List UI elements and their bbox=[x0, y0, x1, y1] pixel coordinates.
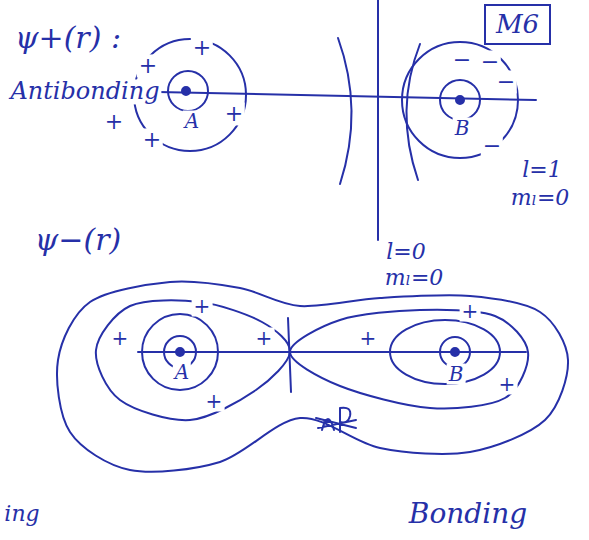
contour-ring bbox=[390, 320, 500, 384]
annotation-text: ing bbox=[2, 502, 41, 525]
sign-mark: + bbox=[110, 328, 131, 349]
sign-mark: + bbox=[254, 328, 275, 349]
sign-mark: + bbox=[137, 54, 159, 77]
contour-curve bbox=[338, 38, 352, 184]
contour-ring bbox=[440, 80, 480, 120]
nodal-line bbox=[377, 0, 379, 240]
sign-mark: + bbox=[192, 296, 213, 317]
nucleus-dot bbox=[176, 348, 184, 356]
sign-mark: + bbox=[497, 374, 518, 395]
sign-mark: − bbox=[495, 70, 517, 93]
atom-label: B bbox=[453, 118, 472, 139]
annotation-text: mₗ=0 bbox=[383, 266, 446, 289]
nodal-line bbox=[288, 318, 291, 392]
atom-label: A bbox=[183, 111, 201, 132]
annotation-text: Bonding bbox=[407, 499, 529, 528]
contour-ring bbox=[142, 314, 218, 390]
contour-outline bbox=[57, 281, 568, 471]
sign-mark: + bbox=[223, 102, 245, 125]
sign-mark: − bbox=[481, 134, 503, 157]
contour-ring bbox=[168, 71, 208, 111]
contour-lobe bbox=[96, 300, 290, 420]
contour-ring bbox=[440, 337, 470, 367]
annotation-text: l=0 bbox=[384, 240, 427, 263]
sign-mark: + bbox=[191, 36, 213, 59]
nucleus-dot bbox=[182, 87, 190, 95]
annotation-text: l=1 bbox=[520, 158, 563, 181]
sign-mark: + bbox=[103, 110, 125, 133]
crossed-scribble bbox=[316, 408, 356, 432]
sign-mark: + bbox=[358, 328, 379, 349]
atom-label: A bbox=[173, 362, 191, 383]
page-tag: M6 bbox=[496, 11, 539, 38]
contour-curve bbox=[406, 44, 420, 180]
wavefunction-label: ψ+(r) : bbox=[13, 22, 123, 54]
nucleus-dot bbox=[451, 348, 459, 356]
sign-mark: − bbox=[451, 48, 473, 71]
contour-lobe bbox=[290, 310, 528, 409]
wavefunction-label: ψ−(r) bbox=[33, 224, 123, 256]
sign-mark: + bbox=[204, 391, 225, 412]
sign-mark: + bbox=[460, 301, 481, 322]
annotation-text: mₗ=0 bbox=[509, 186, 572, 209]
sign-mark: + bbox=[141, 128, 163, 151]
nucleus-dot bbox=[456, 96, 464, 104]
contour-ring bbox=[402, 42, 518, 158]
atom-label: B bbox=[447, 364, 466, 385]
annotation-text: Antibonding bbox=[8, 79, 161, 104]
page-tag-box: M6 bbox=[484, 4, 551, 45]
